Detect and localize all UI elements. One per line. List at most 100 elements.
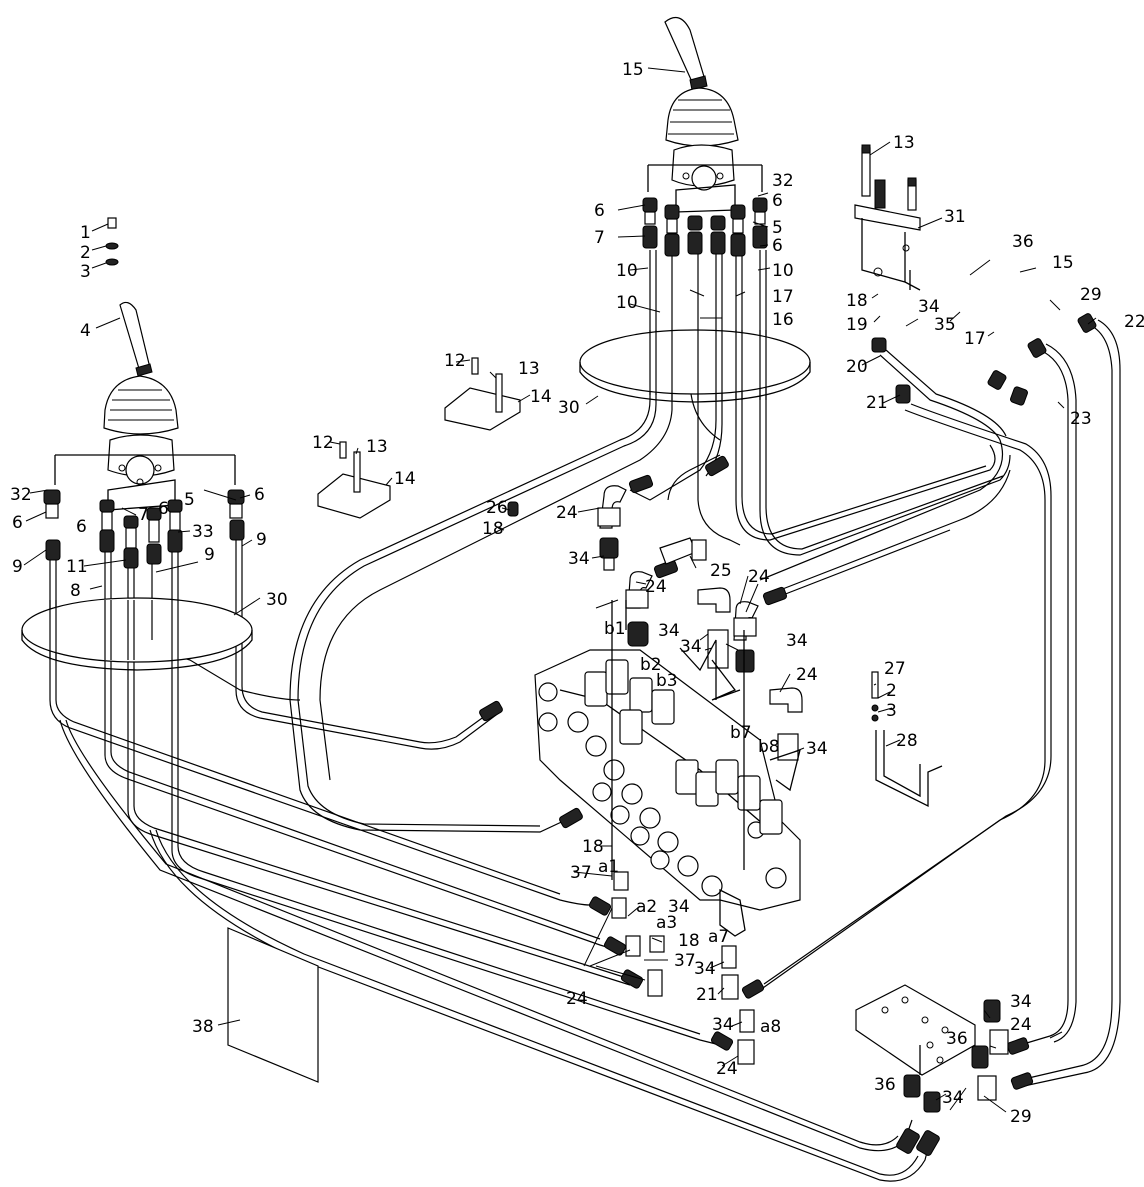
label-13: 13: [518, 359, 540, 379]
label-18: 18: [482, 519, 504, 539]
label-30: 30: [266, 590, 288, 610]
label-34: 34: [918, 297, 940, 317]
label-7: 7: [594, 228, 605, 248]
label-22: 22: [1124, 312, 1144, 332]
label-18: 18: [582, 837, 604, 857]
port-b7: b7: [730, 723, 752, 743]
label-9: 9: [204, 545, 215, 565]
label-15: 15: [622, 60, 644, 80]
label-30: 30: [558, 398, 580, 418]
label-34: 34: [680, 637, 702, 657]
label-24: 24: [716, 1059, 738, 1079]
label-12: 12: [312, 433, 334, 453]
fittings: [43, 197, 1097, 1156]
label-25: 25: [710, 561, 732, 581]
label-34: 34: [786, 631, 808, 651]
control-valve: [534, 600, 801, 937]
label-21: 21: [866, 393, 888, 413]
label-18: 18: [678, 931, 700, 951]
label-13: 13: [366, 437, 388, 457]
label-34: 34: [658, 621, 680, 641]
label-6: 6: [772, 191, 783, 211]
label-34: 34: [712, 1015, 734, 1035]
hose-overlaps: [49, 330, 767, 660]
label-20: 20: [846, 357, 868, 377]
port-a8: a8: [760, 1017, 781, 1037]
label-5: 5: [772, 218, 783, 238]
label-24: 24: [566, 989, 588, 1009]
label-11: 11: [66, 557, 88, 577]
label-21: 21: [696, 985, 718, 1005]
pads-14: [317, 357, 521, 519]
label-26: 26: [486, 498, 508, 518]
plug-26: [507, 501, 519, 517]
label-14: 14: [394, 469, 416, 489]
right-joystick: [647, 16, 763, 213]
label-13: 13: [893, 133, 915, 153]
port-b2: b2: [640, 655, 662, 675]
label-29: 29: [1010, 1107, 1032, 1127]
bolt-set-1-2-3: [105, 217, 119, 266]
label-24: 24: [1010, 1015, 1032, 1035]
label-6: 6: [772, 236, 783, 256]
label-9: 9: [12, 557, 23, 577]
label-38: 38: [192, 1017, 214, 1037]
label-37: 37: [570, 863, 592, 883]
label-34: 34: [694, 959, 716, 979]
port-a3: a3: [656, 913, 677, 933]
label-32: 32: [772, 171, 794, 191]
mount-plate: [855, 984, 976, 1076]
label-6: 6: [76, 517, 87, 537]
label-27: 27: [884, 659, 906, 679]
label-35: 35: [934, 315, 956, 335]
label-29: 29: [1080, 285, 1102, 305]
label-34: 34: [1010, 992, 1032, 1012]
label-24: 24: [748, 567, 770, 587]
callout-labels: 1 2 3 4 32 6 9 8 11 6 7 6 5 6 33 9 9 30 …: [10, 60, 1144, 1127]
label-4: 4: [80, 321, 91, 341]
label-19: 19: [846, 315, 868, 335]
label-10: 10: [616, 293, 638, 313]
label-12: 12: [444, 351, 466, 371]
label-23: 23: [1070, 409, 1092, 429]
label-2: 2: [886, 681, 897, 701]
label-36: 36: [1012, 232, 1034, 252]
label-3: 3: [80, 262, 91, 282]
label-36: 36: [874, 1075, 896, 1095]
label-34: 34: [806, 739, 828, 759]
label-34: 34: [668, 897, 690, 917]
hose-band-right: [579, 329, 811, 403]
label-24: 24: [645, 577, 667, 597]
label-6: 6: [158, 499, 169, 519]
label-6: 6: [594, 201, 605, 221]
label-34: 34: [568, 549, 590, 569]
port-b1: b1: [604, 619, 626, 639]
label-17: 17: [964, 329, 986, 349]
label-33: 33: [192, 522, 214, 542]
elbow-fittings: [597, 485, 1009, 1113]
label-37: 37: [674, 951, 696, 971]
label-9: 9: [256, 530, 267, 550]
label-32: 32: [10, 485, 32, 505]
label-14: 14: [530, 387, 552, 407]
port-a1: a1: [598, 857, 619, 877]
leader-lines: [23, 67, 1097, 1113]
label-6: 6: [254, 485, 265, 505]
port-a7: a7: [708, 927, 729, 947]
label-24: 24: [556, 503, 578, 523]
label-5: 5: [184, 490, 195, 510]
hose-band-left: [21, 597, 253, 671]
label-28: 28: [896, 731, 918, 751]
label-16: 16: [772, 310, 794, 330]
label-17: 17: [772, 287, 794, 307]
label-36: 36: [946, 1029, 968, 1049]
bracket-31: [854, 144, 921, 291]
label-7: 7: [138, 505, 149, 525]
label-10: 10: [772, 261, 794, 281]
label-8: 8: [70, 581, 81, 601]
label-1: 1: [80, 223, 91, 243]
left-joystick: [54, 301, 236, 511]
port-b8: b8: [758, 737, 780, 757]
